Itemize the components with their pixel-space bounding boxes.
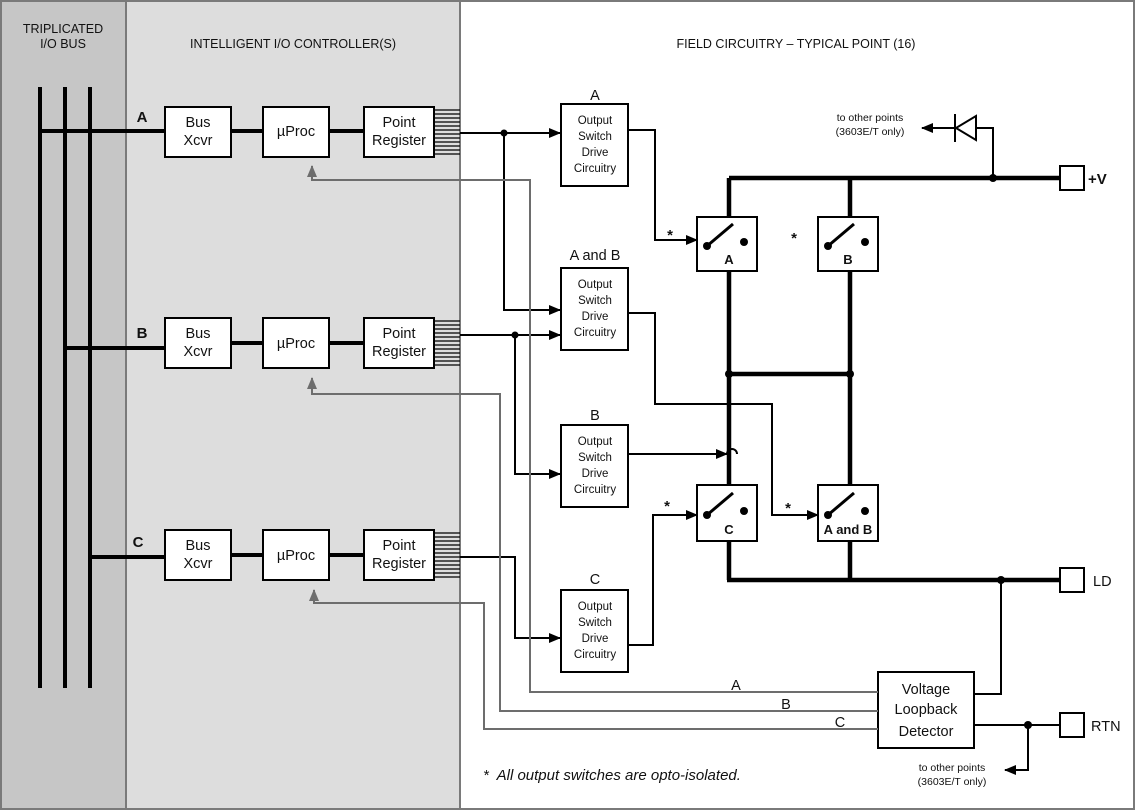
other-points-bottom-line2: (3603E/T only)	[918, 776, 987, 788]
driver-ab-line4: Circuitry	[574, 327, 616, 339]
diode-icon	[954, 114, 977, 142]
point-register-a-line1: Point	[382, 115, 415, 131]
point-register-b-line2: Register	[372, 344, 426, 360]
switch-a: A	[696, 216, 758, 272]
driver-c-line1: Output	[578, 601, 613, 613]
bus-xcvr-a	[164, 106, 232, 158]
point-register-b-line1: Point	[382, 326, 415, 342]
driver-ab-line3: Drive	[582, 311, 609, 323]
driver-b-line3: Drive	[582, 468, 609, 480]
terminal-v-plus-label: +V	[1088, 171, 1107, 188]
field-header: FIELD CIRCUITRY – TYPICAL POINT (16)	[677, 37, 916, 51]
uproc-b-label: µProc	[277, 336, 315, 352]
point-register-c-line1: Point	[382, 538, 415, 554]
diode-top: to other points (3603E/T only)	[836, 112, 994, 178]
terminal-ld: LD	[1001, 567, 1112, 593]
detector-line1: Voltage	[902, 682, 950, 698]
feedback-label-a: A	[731, 678, 741, 694]
point-register-a-line2: Register	[372, 133, 426, 149]
detector-line3: Detector	[899, 724, 954, 740]
point-register-b	[363, 317, 435, 369]
feedback-label-c: C	[835, 715, 845, 731]
driver-a-line1: Output	[578, 115, 613, 127]
driver-b-line2: Switch	[578, 452, 612, 464]
driver-c-line4: Circuitry	[574, 649, 616, 661]
switch-network	[725, 175, 1060, 583]
bus-xcvr-c-line1: Bus	[186, 538, 211, 554]
driver-a-title: A	[590, 88, 600, 104]
driver-ab: A and B Output Switch Drive Circuitry	[560, 248, 629, 351]
bus-xcvr-c-line2: Xcvr	[184, 556, 213, 572]
point-register-c-line2: Register	[372, 556, 426, 572]
terminal-rtn: RTN	[1059, 712, 1121, 738]
bus-header-line1: TRIPLICATED	[23, 22, 103, 36]
channel-c-row: Bus Xcvr µProc Point Register	[164, 529, 460, 581]
driver-a-line3: Drive	[582, 147, 609, 159]
switch-b: B	[817, 216, 879, 272]
driver-b-line1: Output	[578, 436, 613, 448]
driver-b-title: B	[590, 408, 600, 424]
driver-ab-line2: Switch	[578, 295, 612, 307]
driver-c-line2: Switch	[578, 617, 612, 629]
controller-header: INTELLIGENT I/O CONTROLLER(S)	[190, 37, 396, 51]
driver-ab-line1: Output	[578, 279, 613, 291]
channel-a-row: Bus Xcvr µProc Point Register	[164, 106, 460, 158]
terminal-ld-label: LD	[1093, 574, 1112, 590]
driver-a-line4: Circuitry	[574, 163, 616, 175]
other-points-top-line1: to other points	[837, 112, 904, 124]
other-points-bottom-line1: to other points	[919, 762, 986, 774]
uproc-a-label: µProc	[277, 124, 315, 140]
register-c-outputs	[434, 532, 460, 578]
terminal-v-plus: +V	[1059, 165, 1107, 191]
bus-xcvr-a-line2: Xcvr	[184, 133, 213, 149]
uproc-a	[262, 106, 330, 158]
switch-ab-label: A and B	[824, 522, 873, 537]
channel-c-label: C	[133, 534, 144, 551]
driver-a: A Output Switch Drive Circuitry	[560, 88, 629, 187]
register-a-outputs	[434, 109, 460, 155]
bus-xcvr-a-line1: Bus	[186, 115, 211, 131]
driver-ab-title: A and B	[570, 248, 621, 264]
asterisk-a: *	[667, 227, 673, 244]
switch-a-label: A	[724, 252, 734, 267]
bus-header-line2: I/O BUS	[40, 37, 86, 51]
switch-c: C	[696, 484, 758, 542]
other-points-top-line2: (3603E/T only)	[836, 126, 905, 138]
point-register-a	[363, 106, 435, 158]
footnote: * All output switches are opto-isolated.	[483, 767, 741, 784]
switch-ab: A and B	[817, 484, 879, 542]
switch-c-label: C	[724, 522, 734, 537]
channel-a-label: A	[137, 109, 148, 126]
channel-b-row: Bus Xcvr µProc Point Register	[164, 317, 460, 369]
feedback-lines: A B C	[307, 165, 878, 731]
register-driver-wiring	[460, 128, 561, 643]
bus-xcvr-c	[164, 529, 232, 581]
asterisk-c: *	[664, 498, 670, 515]
driver-b-line4: Circuitry	[574, 484, 616, 496]
uproc-b	[262, 317, 330, 369]
asterisk-b: *	[791, 230, 797, 247]
driver-b: B Output Switch Drive Circuitry	[560, 408, 629, 508]
bus-xcvr-b-line1: Bus	[186, 326, 211, 342]
asterisk-ab: *	[785, 500, 791, 517]
voltage-loopback-detector: Voltage Loopback Detector to other point…	[877, 580, 1060, 788]
driver-c-line3: Drive	[582, 633, 609, 645]
point-register-c	[363, 529, 435, 581]
driver-c-title: C	[590, 572, 600, 588]
detector-line2: Loopback	[895, 702, 959, 718]
bus-xcvr-b-line2: Xcvr	[184, 344, 213, 360]
uproc-c-label: µProc	[277, 548, 315, 564]
driver-switch-wiring: * * * *	[628, 129, 819, 646]
driver-a-line2: Switch	[578, 131, 612, 143]
terminal-rtn-label: RTN	[1091, 719, 1121, 735]
channel-b-label: B	[137, 325, 148, 342]
uproc-c	[262, 529, 330, 581]
register-b-outputs	[434, 320, 460, 366]
switch-b-label: B	[843, 252, 852, 267]
driver-c: C Output Switch Drive Circuitry	[560, 572, 629, 673]
feedback-label-b: B	[781, 697, 791, 713]
